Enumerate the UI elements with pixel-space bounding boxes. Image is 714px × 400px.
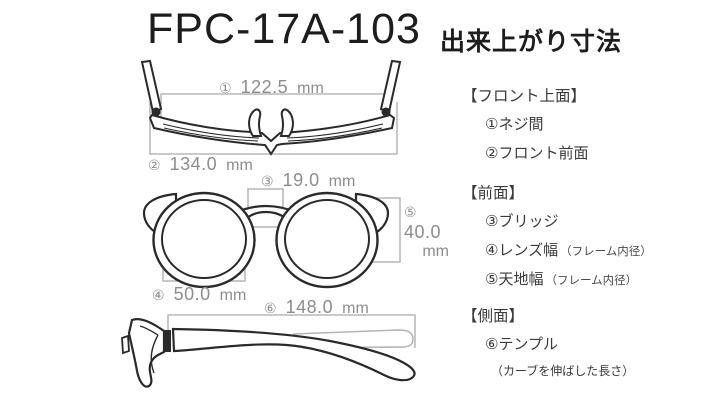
legend-item-label: ネジ間: [498, 116, 544, 133]
legend-item: ④レンズ幅（フレーム内径）: [485, 239, 652, 260]
side-view-front-profile: [127, 318, 166, 388]
dimension-bracket-1: [160, 93, 386, 123]
legend-heading: 【前面】: [462, 185, 525, 202]
dimension-number: ③: [261, 173, 274, 189]
legend-item-number: ①: [485, 116, 499, 133]
side-view-front-profile-detail: [139, 325, 159, 374]
top-view-front-bar: [148, 113, 396, 156]
legend-section-side: 【側面】 ⑥テンプル （カーブを伸ばした長さ）: [462, 304, 634, 379]
legend-item-label: レンズ幅: [498, 242, 559, 259]
legend-item: ⑥テンプル: [485, 333, 634, 354]
legend-heading: 【フロント上面】: [462, 88, 587, 105]
top-view-right-slot-line: [286, 123, 384, 142]
legend-section-front-top: 【フロント上面】 ①ネジ間 ②フロント前面: [462, 84, 588, 171]
top-view-right-nose-pad: [279, 108, 294, 137]
legend-item-number: ⑥: [485, 336, 499, 353]
side-view: [121, 314, 416, 388]
side-view-straightened-temple-outline: [292, 329, 414, 349]
top-view-left-nose-pad: [248, 108, 263, 137]
front-view-right-lens: [284, 199, 370, 279]
legend-footnote: （カーブを伸ばした長さ）: [491, 364, 635, 378]
dimension-number: ⑤: [404, 204, 417, 220]
legend-section-front: 【前面】 ③ブリッジ ④レンズ幅（フレーム内径） ⑤天地幅（フレーム内径）: [462, 181, 652, 297]
legend-item-label: 天地幅: [498, 271, 544, 288]
legend-item-label: テンプル: [498, 336, 559, 353]
dimension-number: ④: [152, 287, 165, 303]
top-view-left-hinge-screw: [151, 107, 161, 117]
legend-item: ③ブリッジ: [485, 210, 652, 231]
dimension-number: ②: [148, 157, 161, 173]
legend-item-number: ③: [485, 213, 499, 230]
dimension-value: 122.5: [240, 77, 289, 97]
side-view-nose-pad: [121, 334, 130, 355]
side-view-temple: [171, 327, 416, 382]
legend-heading: 【側面】: [462, 308, 525, 325]
top-view: [140, 59, 402, 156]
legend-item-note: （フレーム内径）: [560, 246, 652, 258]
dimension-value: 134.0: [169, 154, 218, 174]
legend-item-note: （フレーム内径）: [545, 275, 638, 287]
dimension-value: 50.0: [173, 284, 211, 304]
page-title-model: FPC-17A-103: [147, 5, 421, 53]
dimension-label-2: ② 134.0 mm: [148, 154, 253, 175]
dimension-unit: mm: [422, 243, 449, 260]
dimension-bracket-2: [149, 102, 398, 155]
dimension-unit: mm: [226, 157, 253, 174]
dimension-unit: mm: [328, 173, 356, 190]
legend-item-number: ⑤: [485, 271, 499, 288]
page-title-note: 出来上がり寸法: [440, 28, 623, 56]
dimension-label-1: ① 122.5 mm: [219, 77, 324, 98]
dimension-unit: mm: [219, 287, 247, 304]
dimension-label-6: ⑥ 148.0 mm: [264, 297, 369, 318]
top-view-right-temple: [379, 59, 402, 114]
dimension-value: 40.0: [404, 222, 442, 242]
front-view-left-lens: [161, 199, 247, 279]
legend-item-label: フロント前面: [498, 145, 589, 162]
legend-item: ②フロント前面: [485, 142, 588, 163]
dimension-value: 19.0: [282, 170, 320, 190]
dimension-number: ①: [219, 80, 232, 96]
legend-item-label: ブリッジ: [498, 213, 559, 230]
legend-item-number: ④: [485, 242, 499, 259]
dimension-value: 148.0: [285, 297, 334, 317]
top-view-left-temple: [140, 59, 163, 114]
legend-item: ①ネジ間: [485, 113, 588, 134]
dimension-label-5: ⑤ 40.0 mm: [404, 202, 449, 262]
side-view-hinge-block: [164, 330, 171, 352]
dimension-bracket-6: [167, 314, 416, 348]
legend-item-number: ②: [485, 145, 499, 162]
top-view-right-hinge-screw: [381, 107, 391, 117]
front-view: [142, 188, 401, 289]
dimension-unit: mm: [342, 300, 369, 317]
dimension-label-3: ③ 19.0 mm: [261, 170, 355, 191]
top-view-left-slot-line: [162, 123, 260, 142]
legend-item: ⑤天地幅（フレーム内径）: [485, 268, 652, 289]
dimension-unit: mm: [297, 80, 324, 97]
dimension-label-4: ④ 50.0 mm: [152, 284, 246, 305]
dimension-number: ⑥: [264, 300, 277, 316]
